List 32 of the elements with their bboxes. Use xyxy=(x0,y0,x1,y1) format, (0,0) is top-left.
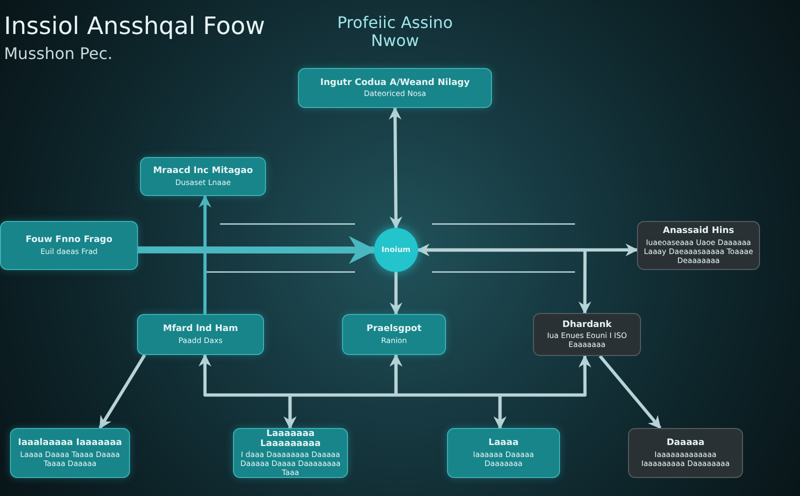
node-title: Daaaaa xyxy=(666,438,704,449)
node-title: Ingutr Codua A/Weand Nilagy xyxy=(320,78,470,88)
node-title: Mfard lnd Ham xyxy=(162,324,238,335)
process-box xyxy=(298,68,492,108)
arrow xyxy=(98,354,146,430)
node-title: Laaaa xyxy=(488,438,519,449)
subtitle: Musshon Pec. xyxy=(4,44,113,63)
node-title: Fouw Fnno Frago xyxy=(26,235,112,246)
node-title: Iaaalaaaaa Iaaaaaaa xyxy=(18,438,122,449)
node-title: Dhardank xyxy=(562,320,612,330)
arrow xyxy=(388,106,402,230)
hub-circle xyxy=(374,228,418,272)
process-box xyxy=(637,221,760,270)
node-title: Laaaaaaa Laaaaaaaaa xyxy=(259,428,322,450)
node-title: Praelsgpot xyxy=(366,324,422,335)
process-box xyxy=(628,428,743,478)
diagram-title: Inssiol Ansshqal Foow xyxy=(4,12,265,40)
arrow xyxy=(494,354,592,430)
process-box xyxy=(140,157,266,196)
arrow xyxy=(598,354,662,430)
process-box xyxy=(533,313,641,356)
node-title: Mraacd Inc Mitagao xyxy=(153,166,253,177)
process-box xyxy=(233,428,348,478)
arrow xyxy=(390,272,402,316)
section-heading: Profeiic Assino Nwow xyxy=(336,14,454,50)
node-title: Anassaid Hins xyxy=(662,226,734,237)
arrow xyxy=(418,248,592,314)
process-box xyxy=(10,428,130,478)
process-box xyxy=(447,428,560,478)
process-box xyxy=(137,314,264,355)
process-box xyxy=(0,221,138,270)
process-box xyxy=(342,314,446,355)
